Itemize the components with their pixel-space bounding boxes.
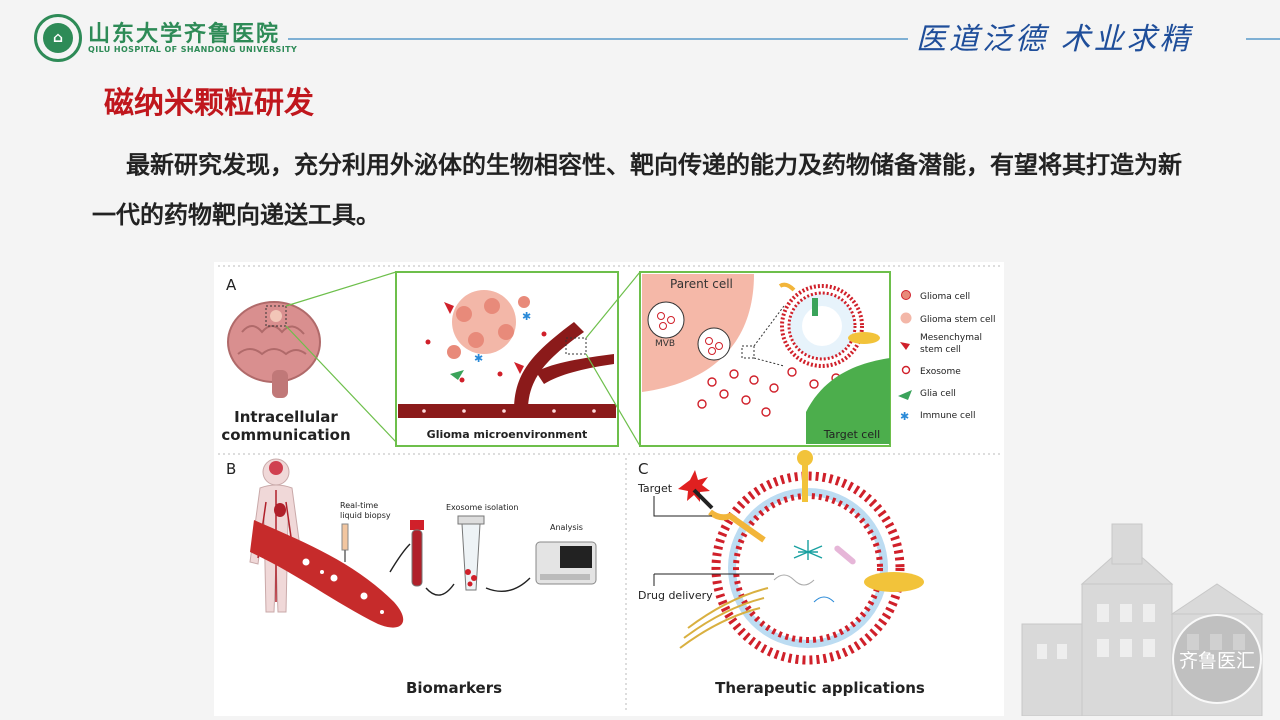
mvb-label: MVB <box>655 339 675 349</box>
exosome-isolation-label: Exosome isolation <box>446 503 519 512</box>
target-star-icon <box>678 470 714 510</box>
hospital-name-cn: 山东大学齐鲁医院 <box>88 21 281 47</box>
drug-delivery-label: Drug delivery <box>638 589 713 602</box>
figure-svg: A B C Intracellular communication ✱ ✱ <box>218 265 1000 712</box>
realtime-label-2: liquid biopsy <box>340 511 391 520</box>
glioma-microenvironment-label: Glioma microenvironment <box>427 428 588 441</box>
exosome-drug-carrier-icon <box>679 450 924 665</box>
blood-vessel-icon <box>250 520 404 628</box>
intracellular-label-2: communication <box>221 426 350 444</box>
hospital-logo-icon: ⌂ <box>34 14 82 62</box>
header-divider <box>288 38 908 40</box>
syringe-icon <box>341 523 349 562</box>
legend-exosome: Exosome <box>920 367 961 377</box>
svg-text:✱: ✱ <box>474 352 483 365</box>
slide-header: ⌂ 山东大学齐鲁医院 QILU HOSPITAL OF SHANDONG UNI… <box>0 0 1280 78</box>
brain-icon <box>227 301 321 398</box>
parent-cell-label: Parent cell <box>670 277 733 291</box>
svg-text:✱: ✱ <box>900 410 909 423</box>
watermark-badge: 齐鲁医汇 <box>1172 614 1262 704</box>
legend-glioma-cell: Glioma cell <box>920 292 970 302</box>
svg-text:✱: ✱ <box>522 310 531 323</box>
analysis-label: Analysis <box>550 523 583 532</box>
target-label: Target <box>637 482 673 495</box>
legend-mesenchymal-2: stem cell <box>920 345 961 355</box>
header-divider-right <box>1246 38 1280 40</box>
legend-glia-cell: Glia cell <box>920 389 956 399</box>
panel-c-label: C <box>638 460 648 478</box>
legend-glioma-stem-cell: Glioma stem cell <box>920 315 996 325</box>
cell-legend: Glioma cell Glioma stem cell Mesenchymal… <box>898 290 996 423</box>
slide-title: 磁纳米颗粒研发 <box>104 86 314 121</box>
panel-a-label: A <box>226 276 237 294</box>
therapeutic-label: Therapeutic applications <box>715 679 925 697</box>
blood-tube-icon <box>410 520 424 587</box>
slide-paragraph: 最新研究发现，充分利用外泌体的生物相容性、靶向传递的能力及药物储备潜能，有望将其… <box>92 151 1182 229</box>
hospital-name-en: QILU HOSPITAL OF SHANDONG UNIVERSITY <box>88 45 298 54</box>
exosome-figure: A B C Intracellular communication ✱ ✱ <box>214 262 1004 716</box>
target-cell-label: Target cell <box>823 428 880 441</box>
legend-immune-cell: Immune cell <box>920 411 975 421</box>
analyzer-machine-icon <box>535 541 597 585</box>
realtime-label-1: Real-time <box>340 501 378 510</box>
exosome-transfer-panel: Parent cell MVB Target cel <box>639 271 891 447</box>
hospital-motto: 医道泛德 术业求精 <box>916 22 1193 57</box>
biomarkers-label: Biomarkers <box>406 679 502 697</box>
legend-mesenchymal-1: Mesenchymal <box>920 333 982 343</box>
hospital-logo-inner: ⌂ <box>43 23 73 53</box>
intracellular-label-1: Intracellular <box>234 408 338 426</box>
glioma-microenvironment-panel: ✱ ✱ Glioma microenvironment <box>395 271 619 447</box>
panel-b-label: B <box>226 460 236 478</box>
centrifuge-tube-icon <box>457 515 485 591</box>
